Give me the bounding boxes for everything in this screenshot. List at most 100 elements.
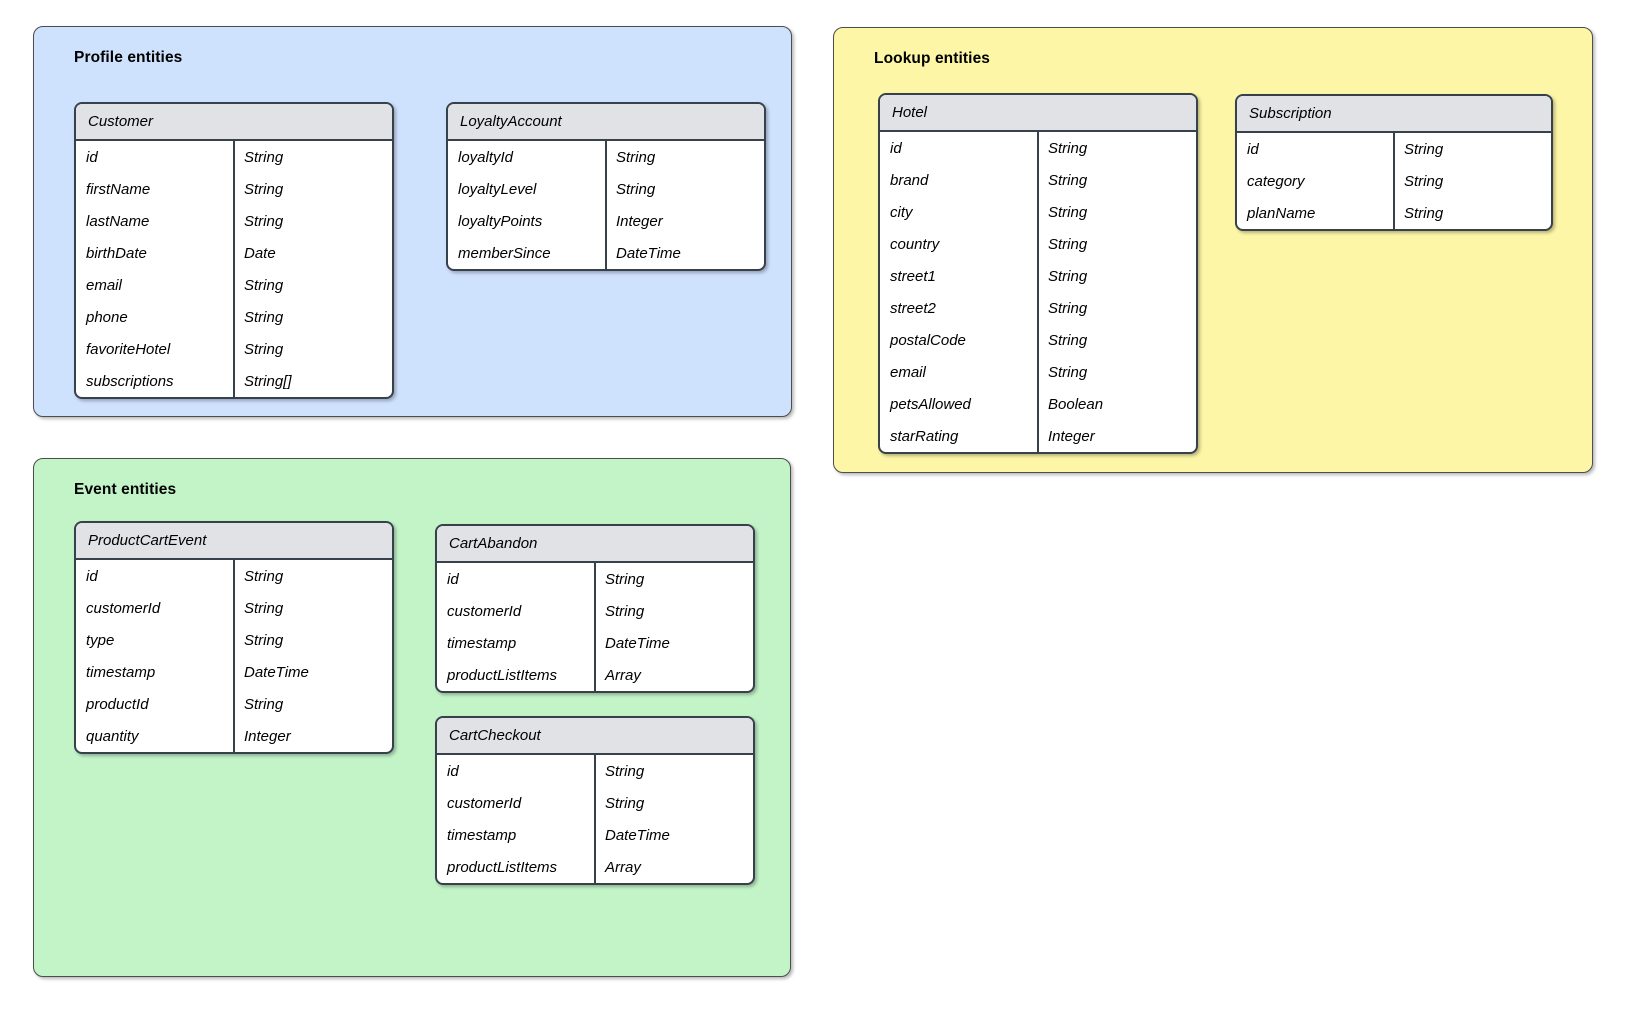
- field-row: street1 String: [880, 260, 1196, 292]
- field-type: String: [605, 602, 645, 620]
- field-name: country: [890, 235, 940, 253]
- table-title: Hotel: [892, 104, 928, 121]
- field-row: category String: [1237, 165, 1551, 197]
- table-header: Hotel: [880, 95, 1196, 132]
- field-row: type String: [76, 624, 392, 656]
- field-type: String: [1048, 267, 1088, 285]
- container-title: Lookup entities: [874, 50, 991, 67]
- field-name: quantity: [86, 727, 139, 745]
- field-name: phone: [86, 308, 128, 326]
- table-title: Subscription: [1249, 105, 1332, 122]
- field-name: category: [1247, 172, 1305, 190]
- field-name: brand: [890, 171, 929, 189]
- field-name: postalCode: [890, 331, 966, 349]
- field-type: String: [244, 148, 284, 166]
- field-name: birthDate: [86, 244, 147, 262]
- field-type: Integer: [616, 212, 663, 230]
- table-header: ProductCartEvent: [76, 523, 392, 560]
- field-name: id: [890, 139, 902, 157]
- field-type: DateTime: [616, 244, 681, 262]
- field-type: String: [1048, 331, 1088, 349]
- table-title: LoyaltyAccount: [460, 113, 562, 130]
- field-type: String: [244, 180, 284, 198]
- table-header: LoyaltyAccount: [448, 104, 764, 141]
- field-type: String: [616, 148, 656, 166]
- field-name: id: [1247, 140, 1259, 158]
- field-type: String: [1404, 172, 1444, 190]
- field-name: type: [86, 631, 115, 649]
- field-type: Date: [244, 244, 276, 262]
- field-name: email: [890, 363, 926, 381]
- field-type: String: [605, 794, 645, 812]
- field-row: customerId String: [437, 787, 753, 819]
- field-row: customerId String: [437, 595, 753, 627]
- field-name: starRating: [890, 427, 959, 445]
- column-divider: [1393, 133, 1395, 229]
- field-name: memberSince: [458, 244, 551, 262]
- field-name: customerId: [447, 602, 522, 620]
- field-name: timestamp: [447, 634, 517, 652]
- field-name: email: [86, 276, 122, 294]
- field-type: String[]: [244, 372, 292, 390]
- field-name: loyaltyLevel: [458, 180, 537, 198]
- field-row: memberSince DateTime: [448, 237, 764, 269]
- table-header: CartAbandon: [437, 526, 753, 563]
- field-type: Array: [605, 666, 641, 684]
- field-name: id: [86, 567, 98, 585]
- field-type: String: [244, 567, 284, 585]
- field-name: street1: [890, 267, 936, 285]
- field-name: petsAllowed: [890, 395, 971, 413]
- table-header: CartCheckout: [437, 718, 753, 755]
- field-type: String: [1048, 299, 1088, 317]
- field-type: String: [244, 695, 284, 713]
- field-name: favoriteHotel: [86, 340, 171, 358]
- field-row: loyaltyPoints Integer: [448, 205, 764, 237]
- field-type: DateTime: [244, 663, 309, 681]
- field-name: customerId: [447, 794, 522, 812]
- field-type: String: [605, 762, 645, 780]
- column-divider: [594, 755, 596, 883]
- field-name: timestamp: [86, 663, 156, 681]
- table-title: CartCheckout: [449, 727, 541, 744]
- field-row: postalCode String: [880, 324, 1196, 356]
- field-type: String: [244, 631, 284, 649]
- field-row: id String: [76, 560, 392, 592]
- table-title: CartAbandon: [449, 535, 538, 552]
- field-name: lastName: [86, 212, 150, 230]
- field-type: String: [1048, 203, 1088, 221]
- field-row: timestamp DateTime: [437, 627, 753, 659]
- table-header: Customer: [76, 104, 392, 141]
- field-row: birthDate Date: [76, 237, 392, 269]
- field-type: DateTime: [605, 826, 670, 844]
- field-type: String: [1404, 204, 1444, 222]
- field-type: DateTime: [605, 634, 670, 652]
- field-name: loyaltyPoints: [458, 212, 543, 230]
